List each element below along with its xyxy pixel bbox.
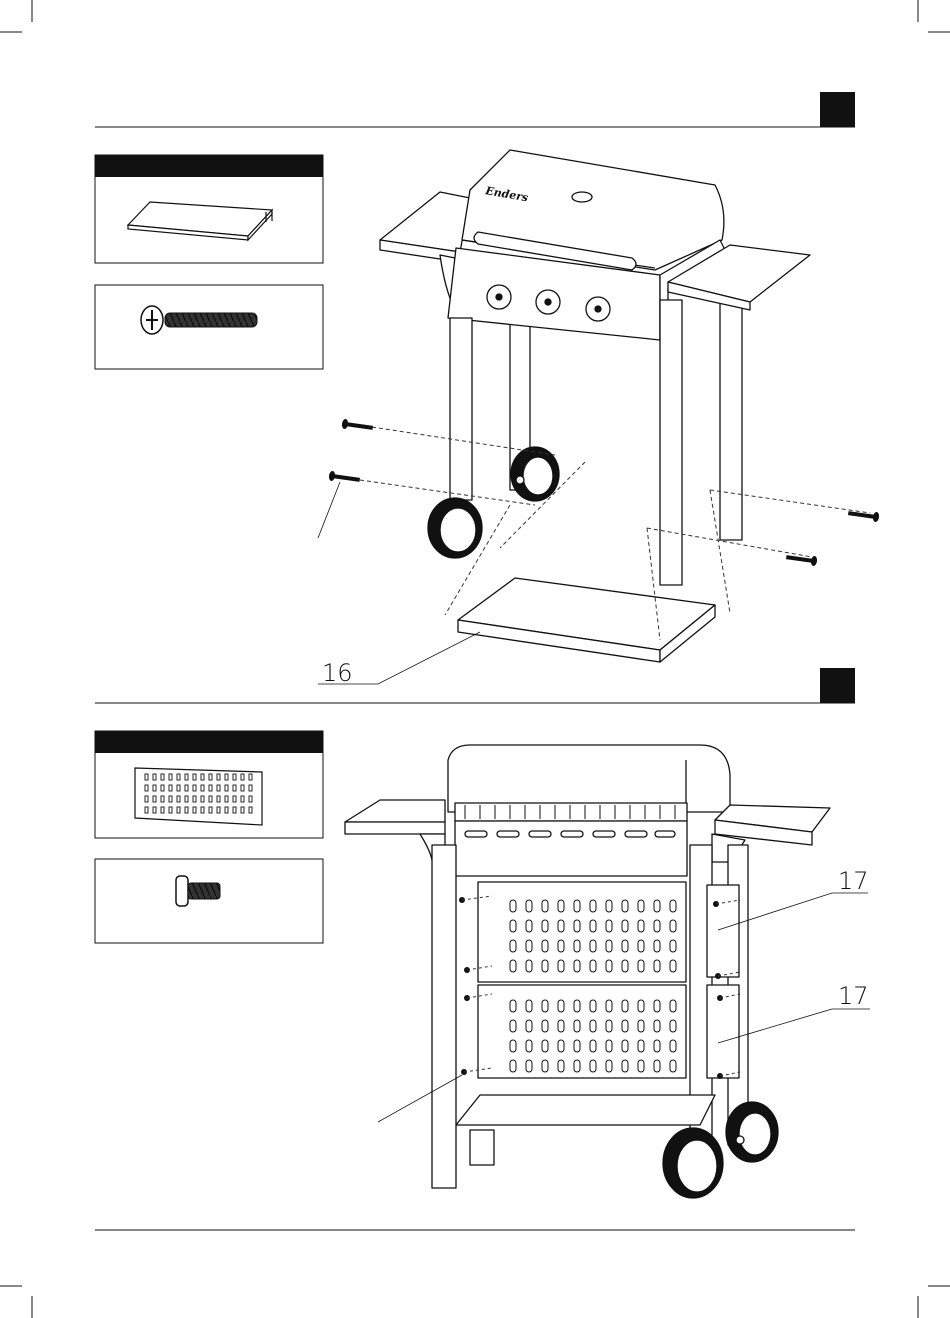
rear-panel-upper xyxy=(478,882,686,982)
step-1: Enders xyxy=(95,92,880,687)
parts-box-short-bolt xyxy=(95,859,323,943)
part-callout-17-lower: 17 xyxy=(838,982,869,1010)
step-1-number-block xyxy=(820,92,855,127)
parts-box-shelf xyxy=(95,155,323,263)
step-2-number-block xyxy=(820,668,855,703)
bolt-callout-line xyxy=(318,482,340,538)
part-callout-17-upper: 17 xyxy=(838,867,869,895)
step-2: 17 17 xyxy=(95,668,870,1198)
wheel-rear xyxy=(511,447,559,501)
wheel-front xyxy=(428,498,482,558)
grill-assembly-illustration-2 xyxy=(345,745,830,1198)
panel-part-icon xyxy=(135,768,262,825)
parts-box-panel xyxy=(95,731,323,838)
grill-assembly-illustration-1: Enders xyxy=(380,150,810,662)
parts-box-long-bolt xyxy=(95,285,323,369)
bolts-step-1 xyxy=(328,419,879,567)
part-callout-16: 16 xyxy=(322,659,353,687)
wheel-right xyxy=(726,1102,778,1162)
wheel-left xyxy=(663,1128,723,1198)
